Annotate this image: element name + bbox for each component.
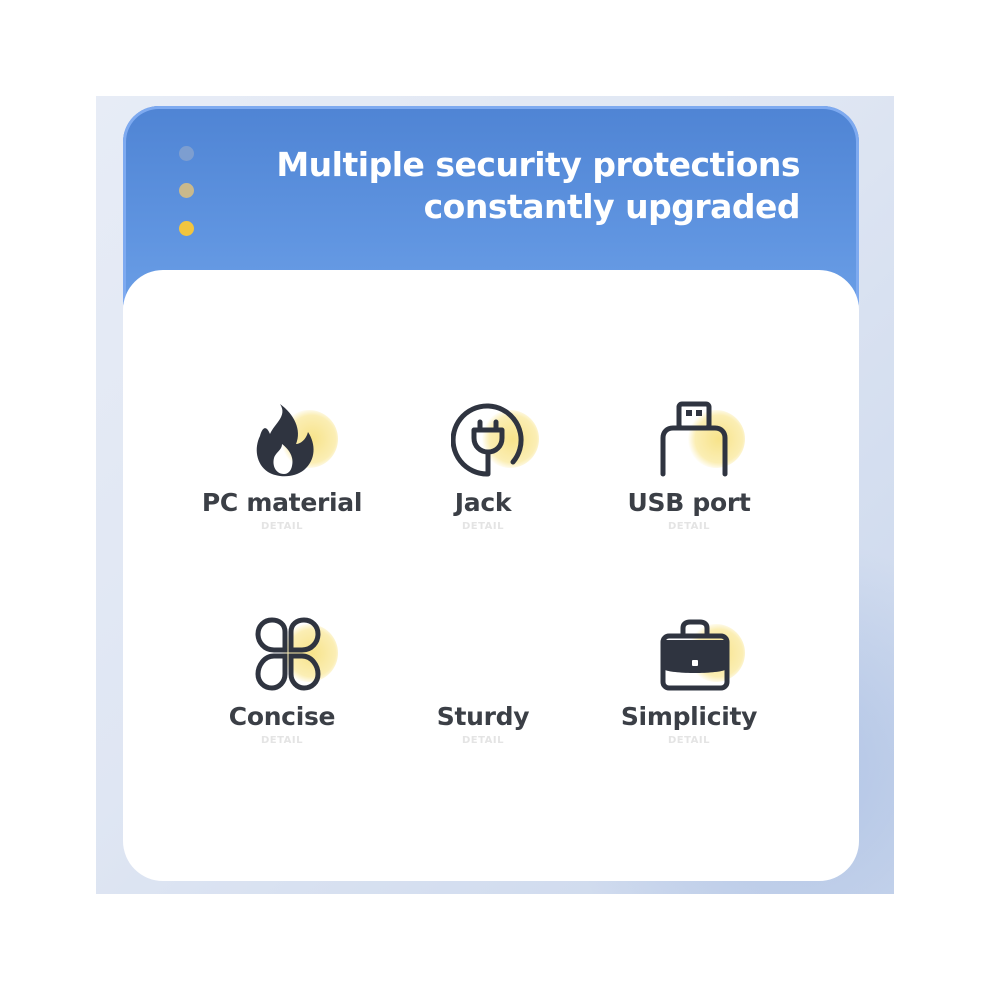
decor-dot — [179, 221, 194, 236]
headline: Multiple security protections constantly… — [240, 144, 800, 228]
feature-icon-wrap — [232, 392, 338, 482]
feature-label: PC material — [201, 488, 363, 517]
features-card — [123, 270, 859, 881]
feature-sub: DETAIL — [667, 735, 710, 746]
flame-icon — [256, 404, 314, 477]
headline-line-2: constantly upgraded — [423, 187, 801, 226]
feature-sub: DETAIL — [260, 521, 303, 532]
decor-dot — [179, 146, 194, 161]
feature-label: Sturdy — [436, 702, 530, 731]
feature-sturdy: Sturdy DETAIL — [383, 606, 583, 746]
decor-dot — [179, 183, 194, 198]
headline-line-1: Multiple security protections — [276, 145, 800, 184]
feature-label: Simplicity — [620, 702, 758, 731]
feature-sub: DETAIL — [461, 735, 504, 746]
feature-sub: DETAIL — [260, 735, 303, 746]
glow-decor — [481, 410, 539, 468]
feature-concise: Concise DETAIL — [182, 606, 382, 746]
feature-pc-material: PC material DETAIL — [182, 392, 382, 532]
feature-icon-wrap — [433, 606, 533, 696]
feature-sub: DETAIL — [667, 521, 710, 532]
feature-label: Jack — [454, 488, 512, 517]
feature-icon-wrap — [639, 392, 745, 482]
feature-label: USB port — [627, 488, 751, 517]
feature-sub: DETAIL — [461, 521, 504, 532]
clover-icon — [255, 617, 321, 691]
feature-label: Concise — [228, 702, 336, 731]
glow-decor — [687, 410, 745, 468]
feature-icon-wrap — [639, 606, 745, 696]
plug-icon — [451, 403, 524, 477]
feature-simplicity: Simplicity DETAIL — [589, 606, 789, 746]
feature-icon-wrap — [433, 392, 539, 482]
feature-jack: Jack DETAIL — [383, 392, 583, 532]
usb-icon — [660, 401, 728, 477]
feature-icon-wrap — [232, 606, 338, 696]
feature-usb-port: USB port DETAIL — [589, 392, 789, 532]
briefcase-icon — [660, 619, 730, 691]
